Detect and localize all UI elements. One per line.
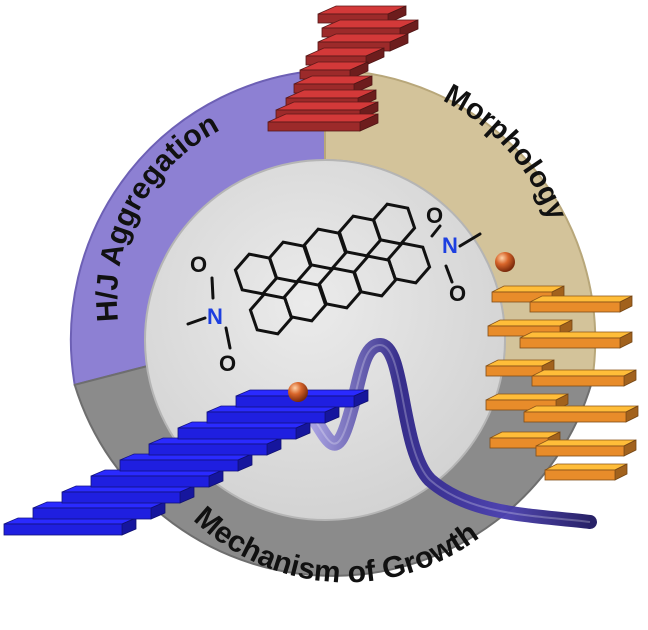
orange-slab [535,439,637,457]
blue-slab [206,405,340,424]
blue-staircase-stack [3,389,369,536]
atom-o-bottom-right: O [449,281,466,306]
atom-o-bottom-left: O [219,351,236,376]
energy-ribbon [291,337,597,529]
red-slab [293,75,373,94]
blue-slab [32,501,166,520]
molecule-atom-labels: O N O O N O [190,203,466,376]
orange-slab [485,393,569,411]
blue-slab [61,485,195,504]
red-helical-stack [267,5,419,132]
atom-n-left: N [207,304,223,329]
blue-slab [119,453,253,472]
orange-slab [531,369,637,387]
blue-slab [177,421,311,440]
atom-o-top-right: O [426,203,443,228]
atom-n-right: N [442,233,458,258]
orange-slab [529,295,633,313]
orange-helical-stack [485,285,639,481]
ball-growth-start [288,382,308,402]
atom-o-top-left: O [190,252,207,277]
benzene-ring [248,292,294,336]
orange-slab [523,405,639,423]
red-slab [305,47,385,66]
ball-morphology [495,252,515,272]
blue-slab [148,437,282,456]
orange-slab [544,463,628,481]
red-slab [267,113,379,132]
orange-slab [491,285,565,303]
red-slab [321,19,419,38]
orange-slab [487,319,573,337]
blue-slab [90,469,224,488]
red-slab [317,33,409,52]
orange-slab [519,331,633,349]
molecule-bonds [186,202,482,350]
blue-slab [3,517,137,536]
